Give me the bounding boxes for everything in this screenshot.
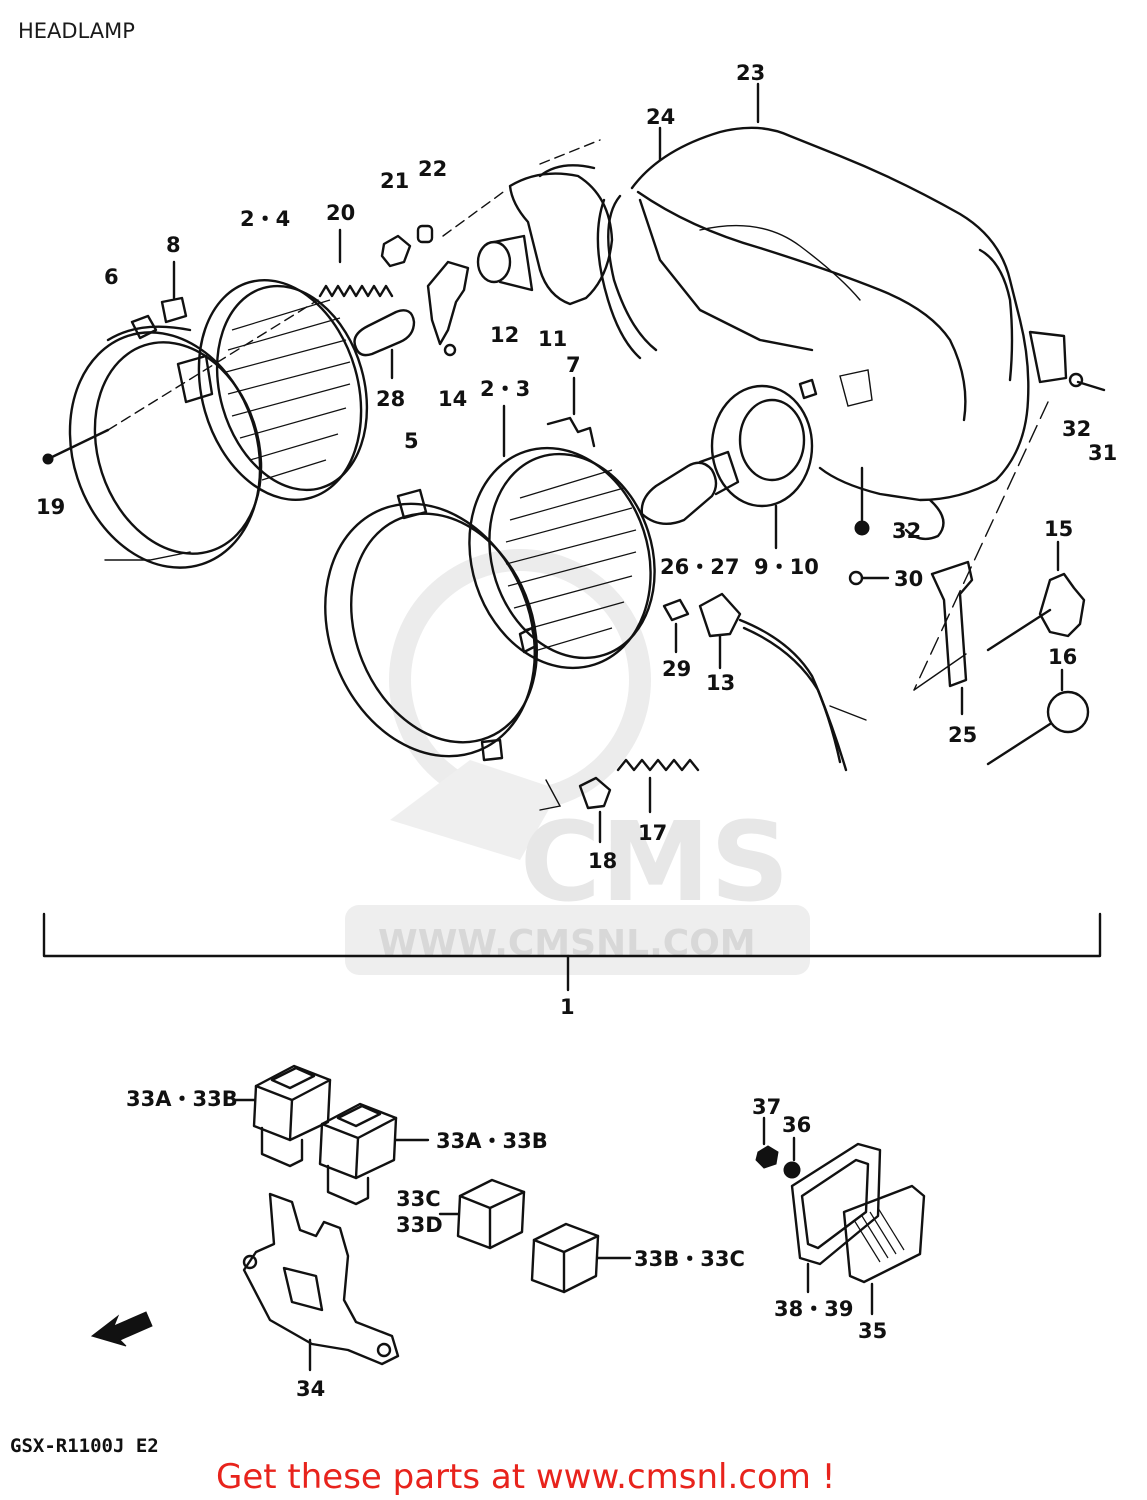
nut-21 <box>380 234 412 268</box>
callout-11: 11 <box>538 327 567 351</box>
cap-22 <box>416 224 434 244</box>
callout-37: 37 <box>752 1095 781 1119</box>
callout-5: 5 <box>404 429 419 453</box>
callout-21: 21 <box>380 169 409 193</box>
boot-11 <box>508 164 614 306</box>
callout-22: 22 <box>418 157 447 181</box>
callout-33a-33b-right: 33A・33B <box>436 1129 548 1153</box>
callout-12: 12 <box>490 323 519 347</box>
callout-33b-33c: 33B・33C <box>634 1247 745 1271</box>
screw-19 <box>42 299 319 465</box>
washer-36 <box>783 1136 801 1179</box>
nut-18 <box>539 776 612 844</box>
footer-link[interactable]: Get these parts at www.cmsnl.com ! <box>216 1457 835 1497</box>
callout-14: 13 <box>706 671 735 695</box>
headlamp-unit-2-3 <box>468 404 656 670</box>
callout-13: 14 <box>438 387 467 411</box>
headlamp-unit-2-4 <box>197 279 369 501</box>
headlamp-rim-5 <box>324 488 538 762</box>
nut-32 <box>854 466 870 536</box>
callout-labels: 23 24 22 21 20 2・4 8 6 12 11 7 28 14 2・3… <box>36 61 1117 1401</box>
screw-30 <box>848 570 890 586</box>
callout-26-27: 26・27 <box>660 555 739 579</box>
callout-31: 31 <box>1088 441 1117 465</box>
fuse-cover-35 <box>842 1184 926 1316</box>
callout-18: 18 <box>588 849 617 873</box>
adjuster-screw-15 <box>986 540 1086 652</box>
socket-12 <box>476 234 534 292</box>
callout-30: 30 <box>894 567 923 591</box>
position-bulb-29 <box>662 598 690 654</box>
relay-33b-33c <box>530 1222 632 1294</box>
callout-34: 34 <box>296 1377 325 1401</box>
screw-31 <box>1068 372 1106 392</box>
socket-14 <box>698 592 867 772</box>
callout-20: 20 <box>326 201 355 225</box>
callout-15: 15 <box>1044 517 1073 541</box>
nut-37 <box>755 1116 779 1169</box>
watermark-logo: CMS <box>520 798 789 926</box>
connector-7 <box>546 376 596 448</box>
front-direction-arrow-icon <box>90 1311 153 1347</box>
callout-17: 17 <box>638 821 667 845</box>
relay-33c-33d <box>438 1178 526 1250</box>
callout-32-mid: 32 <box>892 519 921 543</box>
callout-9-10: 9・10 <box>754 555 819 579</box>
assembly-lines <box>442 139 1049 691</box>
bulb-26-27 <box>640 450 740 526</box>
page-title: HEADLAMP <box>18 19 135 43</box>
callout-32-top: 32 <box>1062 417 1091 441</box>
watermark: CMS WWW.CMSNL.COM <box>345 549 810 975</box>
callout-8: 8 <box>166 233 181 257</box>
callout-19: 19 <box>36 495 65 519</box>
callout-24: 24 <box>646 105 675 129</box>
callout-36: 36 <box>782 1113 811 1137</box>
callout-16: 16 <box>1048 645 1077 669</box>
callout-1: 1 <box>560 995 575 1019</box>
bulb-28 <box>353 309 416 380</box>
callout-38-39: 38・39 <box>774 1297 853 1321</box>
model-code: GSX-R1100J E2 <box>10 1435 159 1457</box>
callout-23: 23 <box>736 61 765 85</box>
bracket-25 <box>930 560 974 716</box>
callout-6: 6 <box>104 265 119 289</box>
callout-33a-33b-left: 33A・33B <box>126 1087 238 1111</box>
bracket-13 <box>426 260 470 357</box>
socket-9-10 <box>710 378 818 550</box>
headlamp-rim-6 <box>68 314 263 569</box>
callout-2-4: 2・4 <box>240 207 290 231</box>
callout-28: 28 <box>376 387 405 411</box>
callout-7: 7 <box>566 353 581 377</box>
spring-20 <box>318 228 394 298</box>
relay-33a-33b-right <box>318 1102 430 1206</box>
callout-29: 29 <box>662 657 691 681</box>
callout-25: 25 <box>948 723 977 747</box>
bolt-8 <box>160 260 188 324</box>
relay-bracket-34 <box>242 1192 400 1372</box>
fuse-box-38-39 <box>790 1142 882 1294</box>
callout-33c: 33C <box>396 1187 441 1211</box>
callout-33d: 33D <box>396 1213 443 1237</box>
callout-2-3: 2・3 <box>480 377 530 401</box>
callout-35: 35 <box>858 1319 887 1343</box>
spring-17 <box>616 758 700 814</box>
relay-33a-33b-left <box>232 1064 332 1168</box>
headlamp-housing-23 <box>596 82 1068 541</box>
assembly-bracket-1 <box>42 912 1102 992</box>
adjuster-knob-16 <box>986 668 1090 766</box>
